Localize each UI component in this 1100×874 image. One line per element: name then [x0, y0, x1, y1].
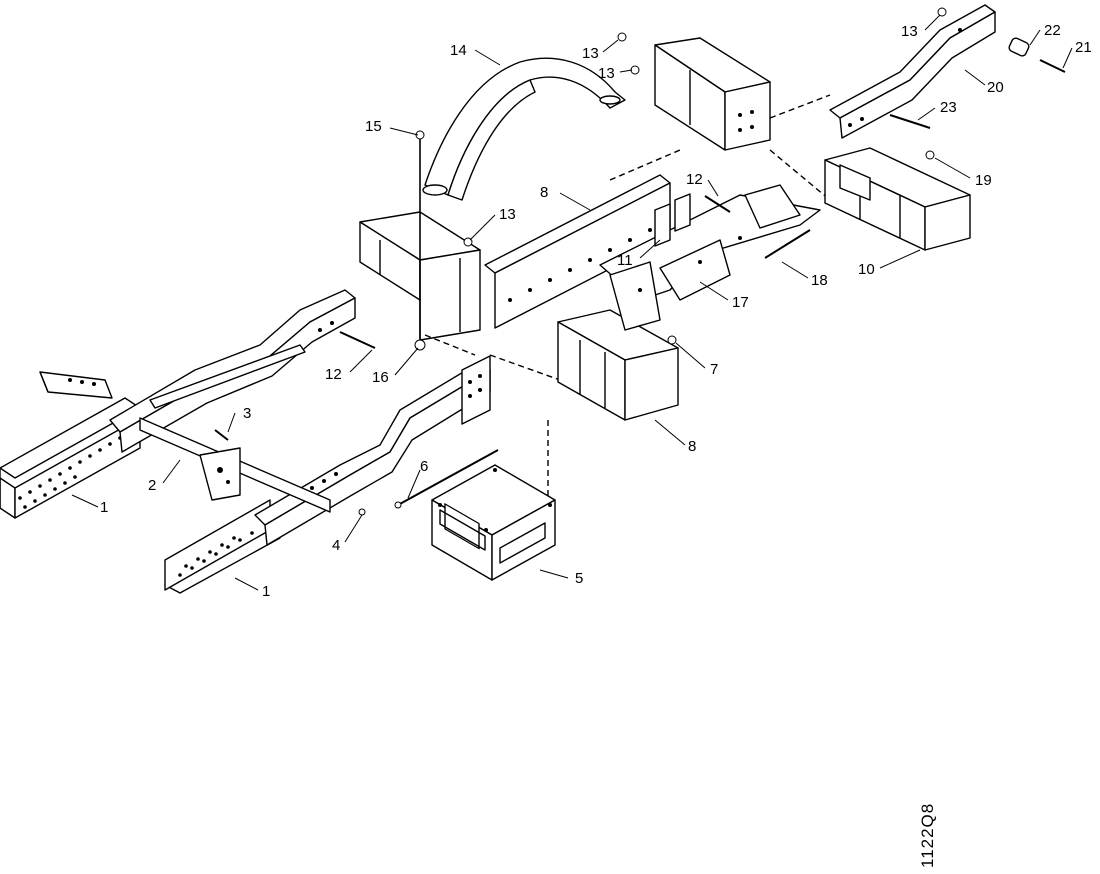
vertical-bolt	[414, 130, 426, 351]
callout-13-top-a: 13	[582, 45, 599, 62]
front-frame	[109, 289, 561, 546]
callout-10: 10	[858, 261, 875, 278]
callout-7: 7	[710, 361, 718, 378]
callout-23: 23	[940, 99, 957, 116]
callout-2: 2	[148, 477, 156, 494]
callout-15: 15	[365, 118, 382, 135]
callout-1-right: 1	[262, 583, 270, 600]
callout-22: 22	[1044, 22, 1061, 39]
callout-11: 11	[617, 252, 633, 269]
front-rail-left	[0, 371, 141, 519]
callout-5: 5	[575, 570, 583, 587]
callout-4: 4	[332, 537, 340, 554]
callout-6: 6	[420, 458, 428, 475]
rear-lower-frame	[824, 147, 971, 251]
leader-lines	[71, 14, 1073, 591]
callout-13-top-b: 13	[598, 65, 615, 82]
rear-bracket-assembly	[599, 184, 821, 331]
arch-bracket	[422, 57, 626, 201]
callout-14: 14	[450, 42, 467, 59]
callout-13-mid: 13	[499, 206, 516, 223]
callout-12-front: 12	[325, 366, 342, 383]
fasteners	[214, 7, 1066, 516]
callout-20: 20	[987, 79, 1004, 96]
callout-19: 19	[975, 172, 992, 189]
callout-1-left: 1	[100, 499, 108, 516]
callout-13-right: 13	[901, 23, 918, 40]
callout-12-rear: 12	[686, 171, 703, 188]
spacer-box	[431, 420, 556, 581]
callout-17: 17	[732, 294, 749, 311]
callout-8-lower: 8	[688, 438, 696, 455]
callout-18: 18	[811, 272, 828, 289]
rear-upper-frame	[654, 4, 996, 201]
callout-21: 21	[1075, 39, 1092, 56]
callout-16: 16	[372, 369, 389, 386]
callout-8-upper: 8	[540, 184, 548, 201]
callout-3: 3	[243, 405, 251, 422]
figure-number: 1122Q8	[918, 803, 937, 868]
callout-labels: 1 1 2 3 4 5 6 7 8 8 10 11 12 12 13 13 13…	[100, 22, 1092, 600]
